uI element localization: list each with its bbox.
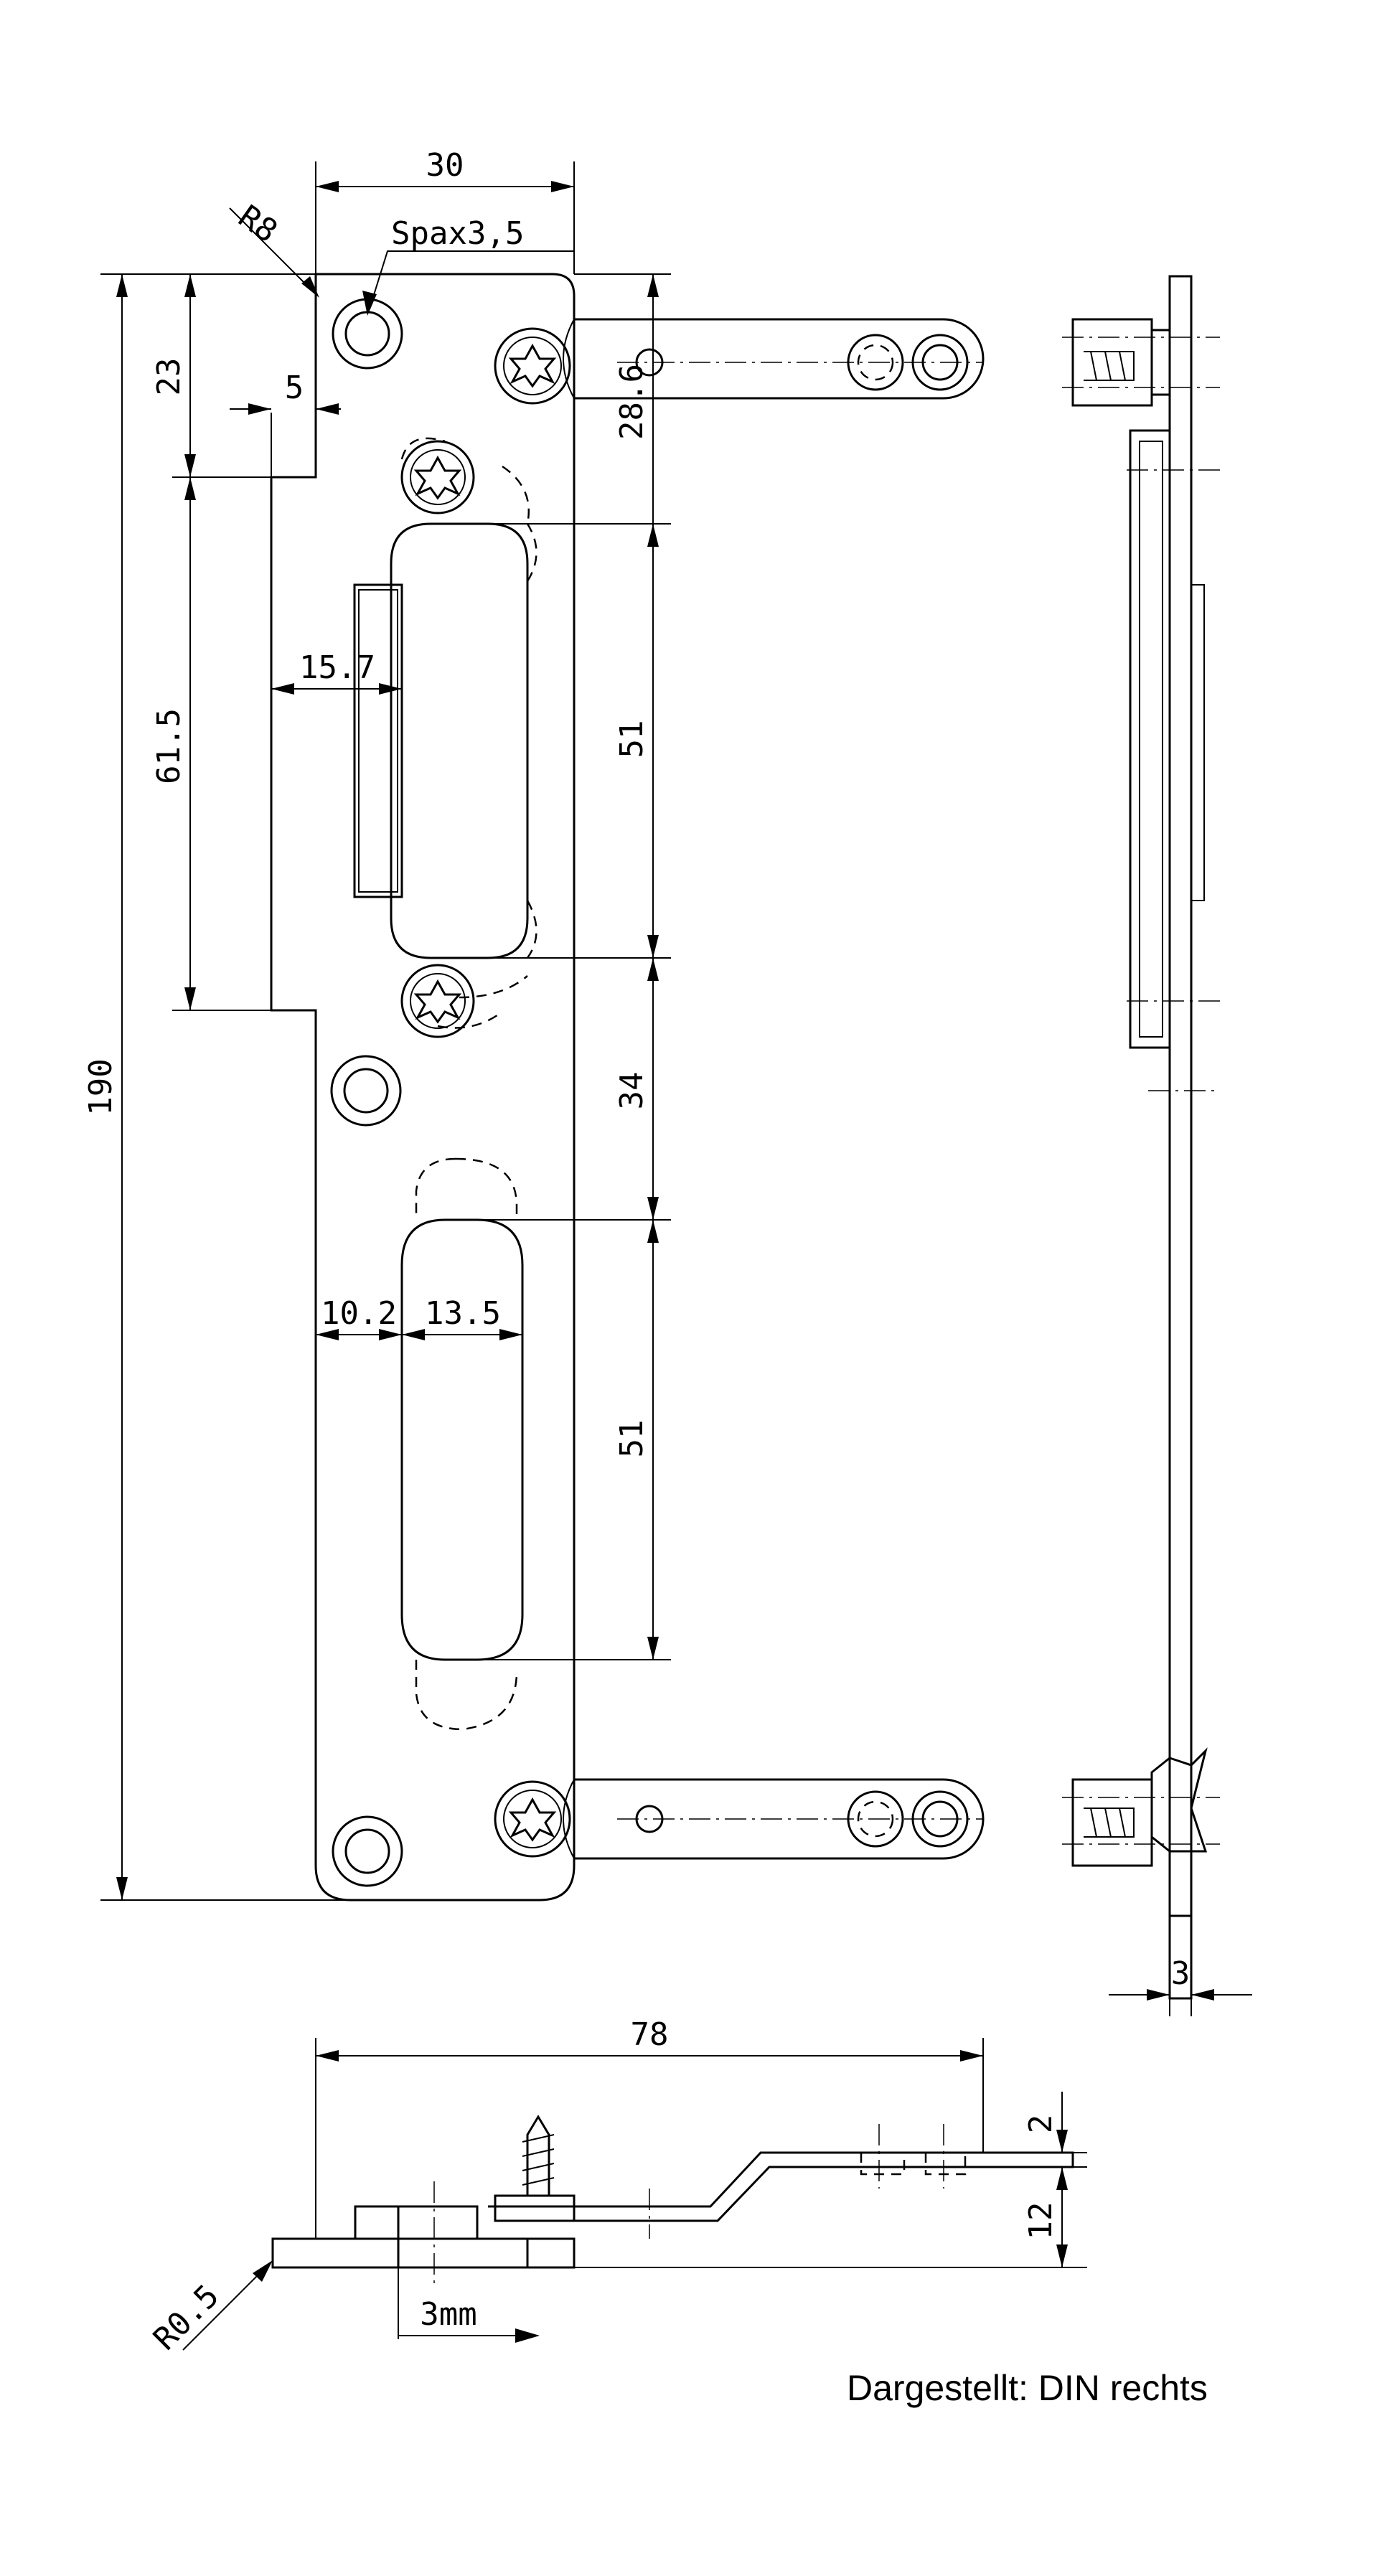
screw-hole-bottom-left [332,1815,403,1887]
dim-30: 30 [426,147,464,184]
top-keeper-tab [574,318,985,400]
dim-13-5: 13.5 [425,1295,501,1332]
dim-28-6: 28.6 [614,364,650,440]
lower-bolt-slot [400,1218,524,1661]
torx-screw-middle [400,964,475,1038]
dim-3mm: 3mm [420,2296,476,2333]
strike-plate-outline [270,273,576,1902]
dim-12: 12 [1023,2202,1059,2240]
front-dimensions: 30 R8 Spax3,5 190 23 5 61.5 15.7 [83,147,671,1901]
bottom-view: 78 2 12 R0.5 3mm [146,2016,1087,2357]
dim-r0-5: R0.5 [146,2277,226,2357]
screw-hole-middle [330,1055,402,1127]
dim-spax: Spax3,5 [391,215,524,252]
dim-15-7: 15.7 [299,649,375,686]
dim-3: 3 [1171,1955,1191,1992]
dim-51-upper: 51 [614,720,650,758]
side-view: 3 [1062,275,1252,2016]
dim-34: 34 [614,1072,650,1110]
dim-78: 78 [631,2016,669,2053]
upper-latch-slot [390,522,529,959]
dim-2: 2 [1023,2115,1059,2134]
dim-r8: R8 [232,198,284,250]
dim-61-5: 61.5 [151,708,187,784]
latch-insert [353,583,403,898]
torx-screw-keeper-top [494,327,571,405]
drawing-caption: Dargestellt: DIN rechts [847,2368,1208,2408]
dim-51-lower: 51 [614,1420,650,1458]
torx-screw-upper [400,440,475,514]
dim-23: 23 [151,358,187,396]
torx-screw-keeper-bottom [494,1780,571,1858]
dim-190: 190 [83,1058,119,1115]
dim-10-2: 10.2 [321,1295,397,1332]
dim-5: 5 [285,370,304,406]
